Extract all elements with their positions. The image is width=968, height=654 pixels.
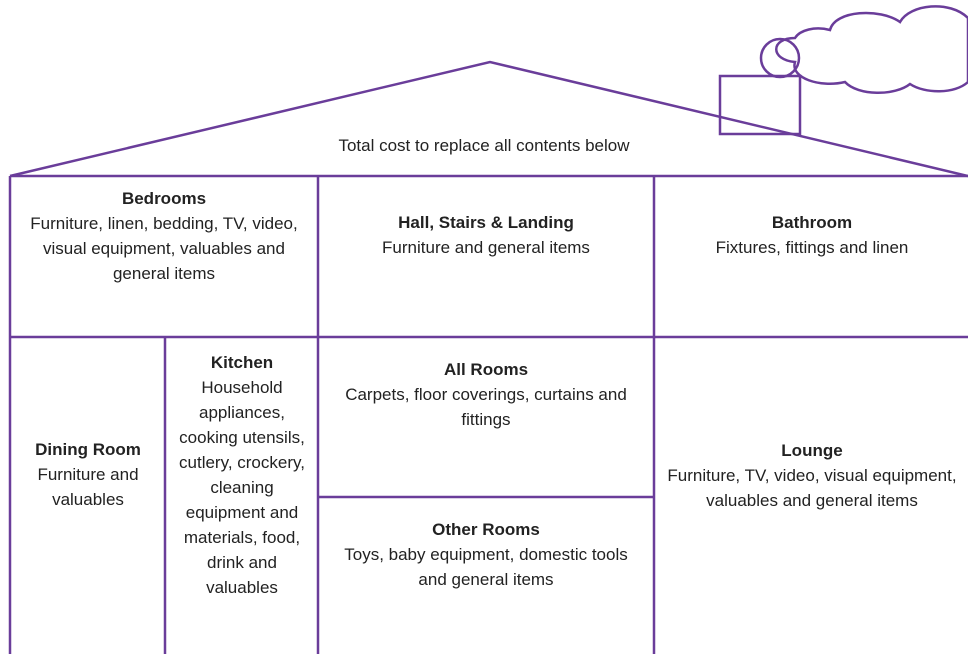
smoke-cloud [775,5,968,94]
room-title: Bedrooms [121,189,207,208]
room-description: Carpets, floor coverings, curtains and f… [345,385,627,429]
room-title: Bathroom [771,213,853,232]
room-title: Kitchen [210,353,274,372]
room-description: Household appliances, cooking utensils, … [179,378,305,597]
room-description: Furniture, TV, video, visual equipment, … [667,465,957,510]
room-description: Furniture and valuables [37,464,139,509]
room-bedrooms: Bedrooms Furniture, linen, bedding, TV, … [12,186,316,286]
room-all-rooms: All Rooms Carpets, floor coverings, curt… [320,357,652,432]
roof-line [9,60,968,178]
roof-label: Total cost to replace all contents below [338,136,630,155]
room-description: Fixtures, fittings and linen [715,238,909,257]
room-other-rooms: Other Rooms Toys, baby equipment, domest… [320,517,652,592]
room-title: Other Rooms [432,520,540,539]
room-title: Dining Room [35,439,141,459]
room-title: Hall, Stairs & Landing [398,213,574,232]
room-description: Toys, baby equipment, domestic tools and… [344,545,628,589]
room-dining: Dining Room Furniture and valuables [12,339,164,609]
room-lounge: Lounge Furniture, TV, video, visual equi… [656,339,968,611]
room-bathroom: Bathroom Fixtures, fittings and linen [656,180,968,290]
room-title: Lounge [781,440,843,460]
room-description: Furniture, linen, bedding, TV, video, vi… [30,214,298,283]
room-kitchen: Kitchen Household appliances, cooking ut… [167,350,317,600]
room-description: Furniture and general items [382,238,590,257]
room-title: All Rooms [443,360,529,379]
room-hall: Hall, Stairs & Landing Furniture and gen… [320,180,652,290]
chimney [718,74,802,136]
